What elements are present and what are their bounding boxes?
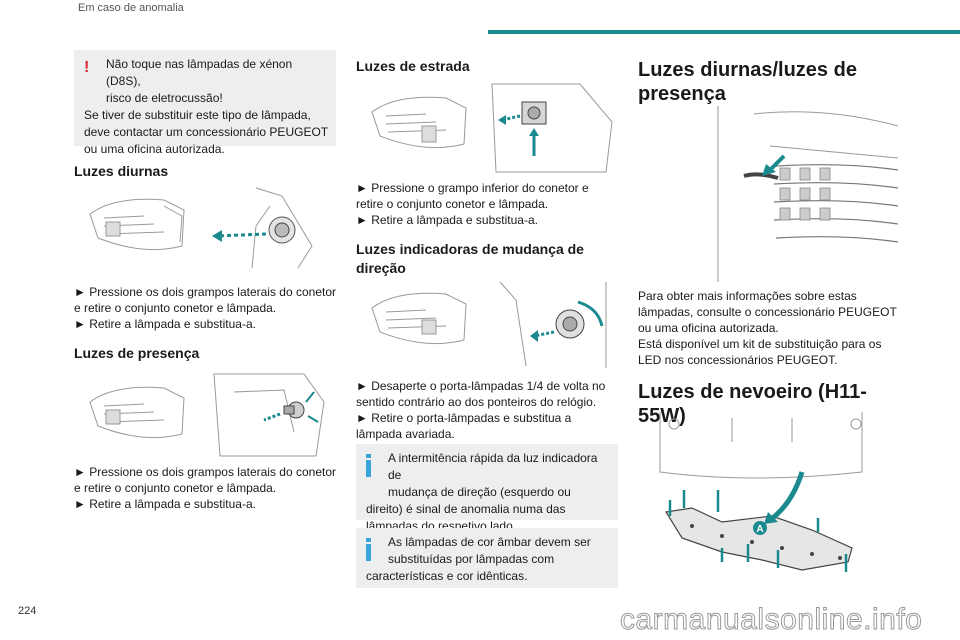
- section-header: Em caso de anomalia: [78, 2, 184, 14]
- daytime-step-2: ► Retire a lâmpada e substitua-a.: [74, 317, 256, 331]
- fog-illustration: A: [652, 412, 870, 582]
- position-step-2: ► Retire a lâmpada e substitua-a.: [74, 497, 256, 511]
- drl-illustration: [714, 106, 900, 282]
- position-title: Luzes de presença: [74, 345, 200, 361]
- drl-title: Luzes diurnas/luzes de presença: [638, 59, 857, 105]
- main-beam-title: Luzes de estrada: [356, 58, 470, 74]
- warning-line-3: Se tiver de substituir este tipo de lâmp…: [84, 108, 328, 156]
- daytime-illustration: [84, 186, 334, 270]
- info-note-amber: As lâmpadas de cor âmbar devem ser subst…: [356, 528, 618, 588]
- daytime-step-1: ► Pressione os dois grampos laterais do …: [74, 285, 337, 315]
- position-step-1: ► Pressione os dois grampos laterais do …: [74, 465, 337, 495]
- position-illustration: [84, 372, 334, 458]
- indicator-step-1: ► Desaperte o porta-lâmpadas 1/4 de volt…: [356, 379, 606, 409]
- warning-line-2: risco de eletrocussão!: [106, 91, 223, 105]
- exclamation-icon: !: [84, 59, 90, 76]
- page-number: 224: [18, 605, 37, 617]
- watermark: carmanualsonline.info: [619, 603, 923, 637]
- fog-label-a: A: [756, 524, 763, 535]
- drl-text-1: Para obter mais informações sobre estas …: [638, 289, 897, 335]
- indicator-illustration: [366, 280, 618, 370]
- main-beam-step-1: ► Pressione o grampo inferior do conetor…: [356, 181, 589, 211]
- drl-text-2: Está disponível um kit de substituição p…: [638, 337, 882, 367]
- indicator-title: Luzes indicadoras de mudança de direção: [356, 241, 584, 276]
- info-note-indicator: A intermitência rápida da luz indicadora…: [356, 444, 618, 533]
- main-beam-steps: ► Pressione o grampo inferior do conetor…: [356, 180, 618, 228]
- info2-line-1: As lâmpadas de cor âmbar devem ser: [388, 535, 591, 549]
- header-accent-bar: [488, 30, 960, 34]
- drl-text: Para obter mais informações sobre estas …: [638, 288, 900, 368]
- info2-line-2: substituídas por lâmpadas com caracterís…: [366, 552, 555, 583]
- daytime-title: Luzes diurnas: [74, 163, 169, 179]
- position-steps: ► Pressione os dois grampos laterais do …: [74, 464, 336, 512]
- fog-title: Luzes de nevoeiro (H11-55W): [638, 381, 867, 427]
- main-beam-illustration: [366, 82, 618, 174]
- daytime-steps: ► Pressione os dois grampos laterais do …: [74, 284, 336, 332]
- info-icon: [366, 454, 372, 477]
- indicator-step-2: ► Retire o porta-lâmpadas e substitua a …: [356, 411, 572, 441]
- info-icon: [366, 538, 372, 561]
- warning-line-1: Não toque nas lâmpadas de xénon (D8S),: [106, 57, 293, 88]
- main-beam-step-2: ► Retire a lâmpada e substitua-a.: [356, 213, 538, 227]
- info1-line-1: A intermitência rápida da luz indicadora…: [388, 451, 598, 482]
- indicator-steps: ► Desaperte o porta-lâmpadas 1/4 de volt…: [356, 378, 618, 442]
- warning-note: ! Não toque nas lâmpadas de xénon (D8S),…: [74, 50, 336, 156]
